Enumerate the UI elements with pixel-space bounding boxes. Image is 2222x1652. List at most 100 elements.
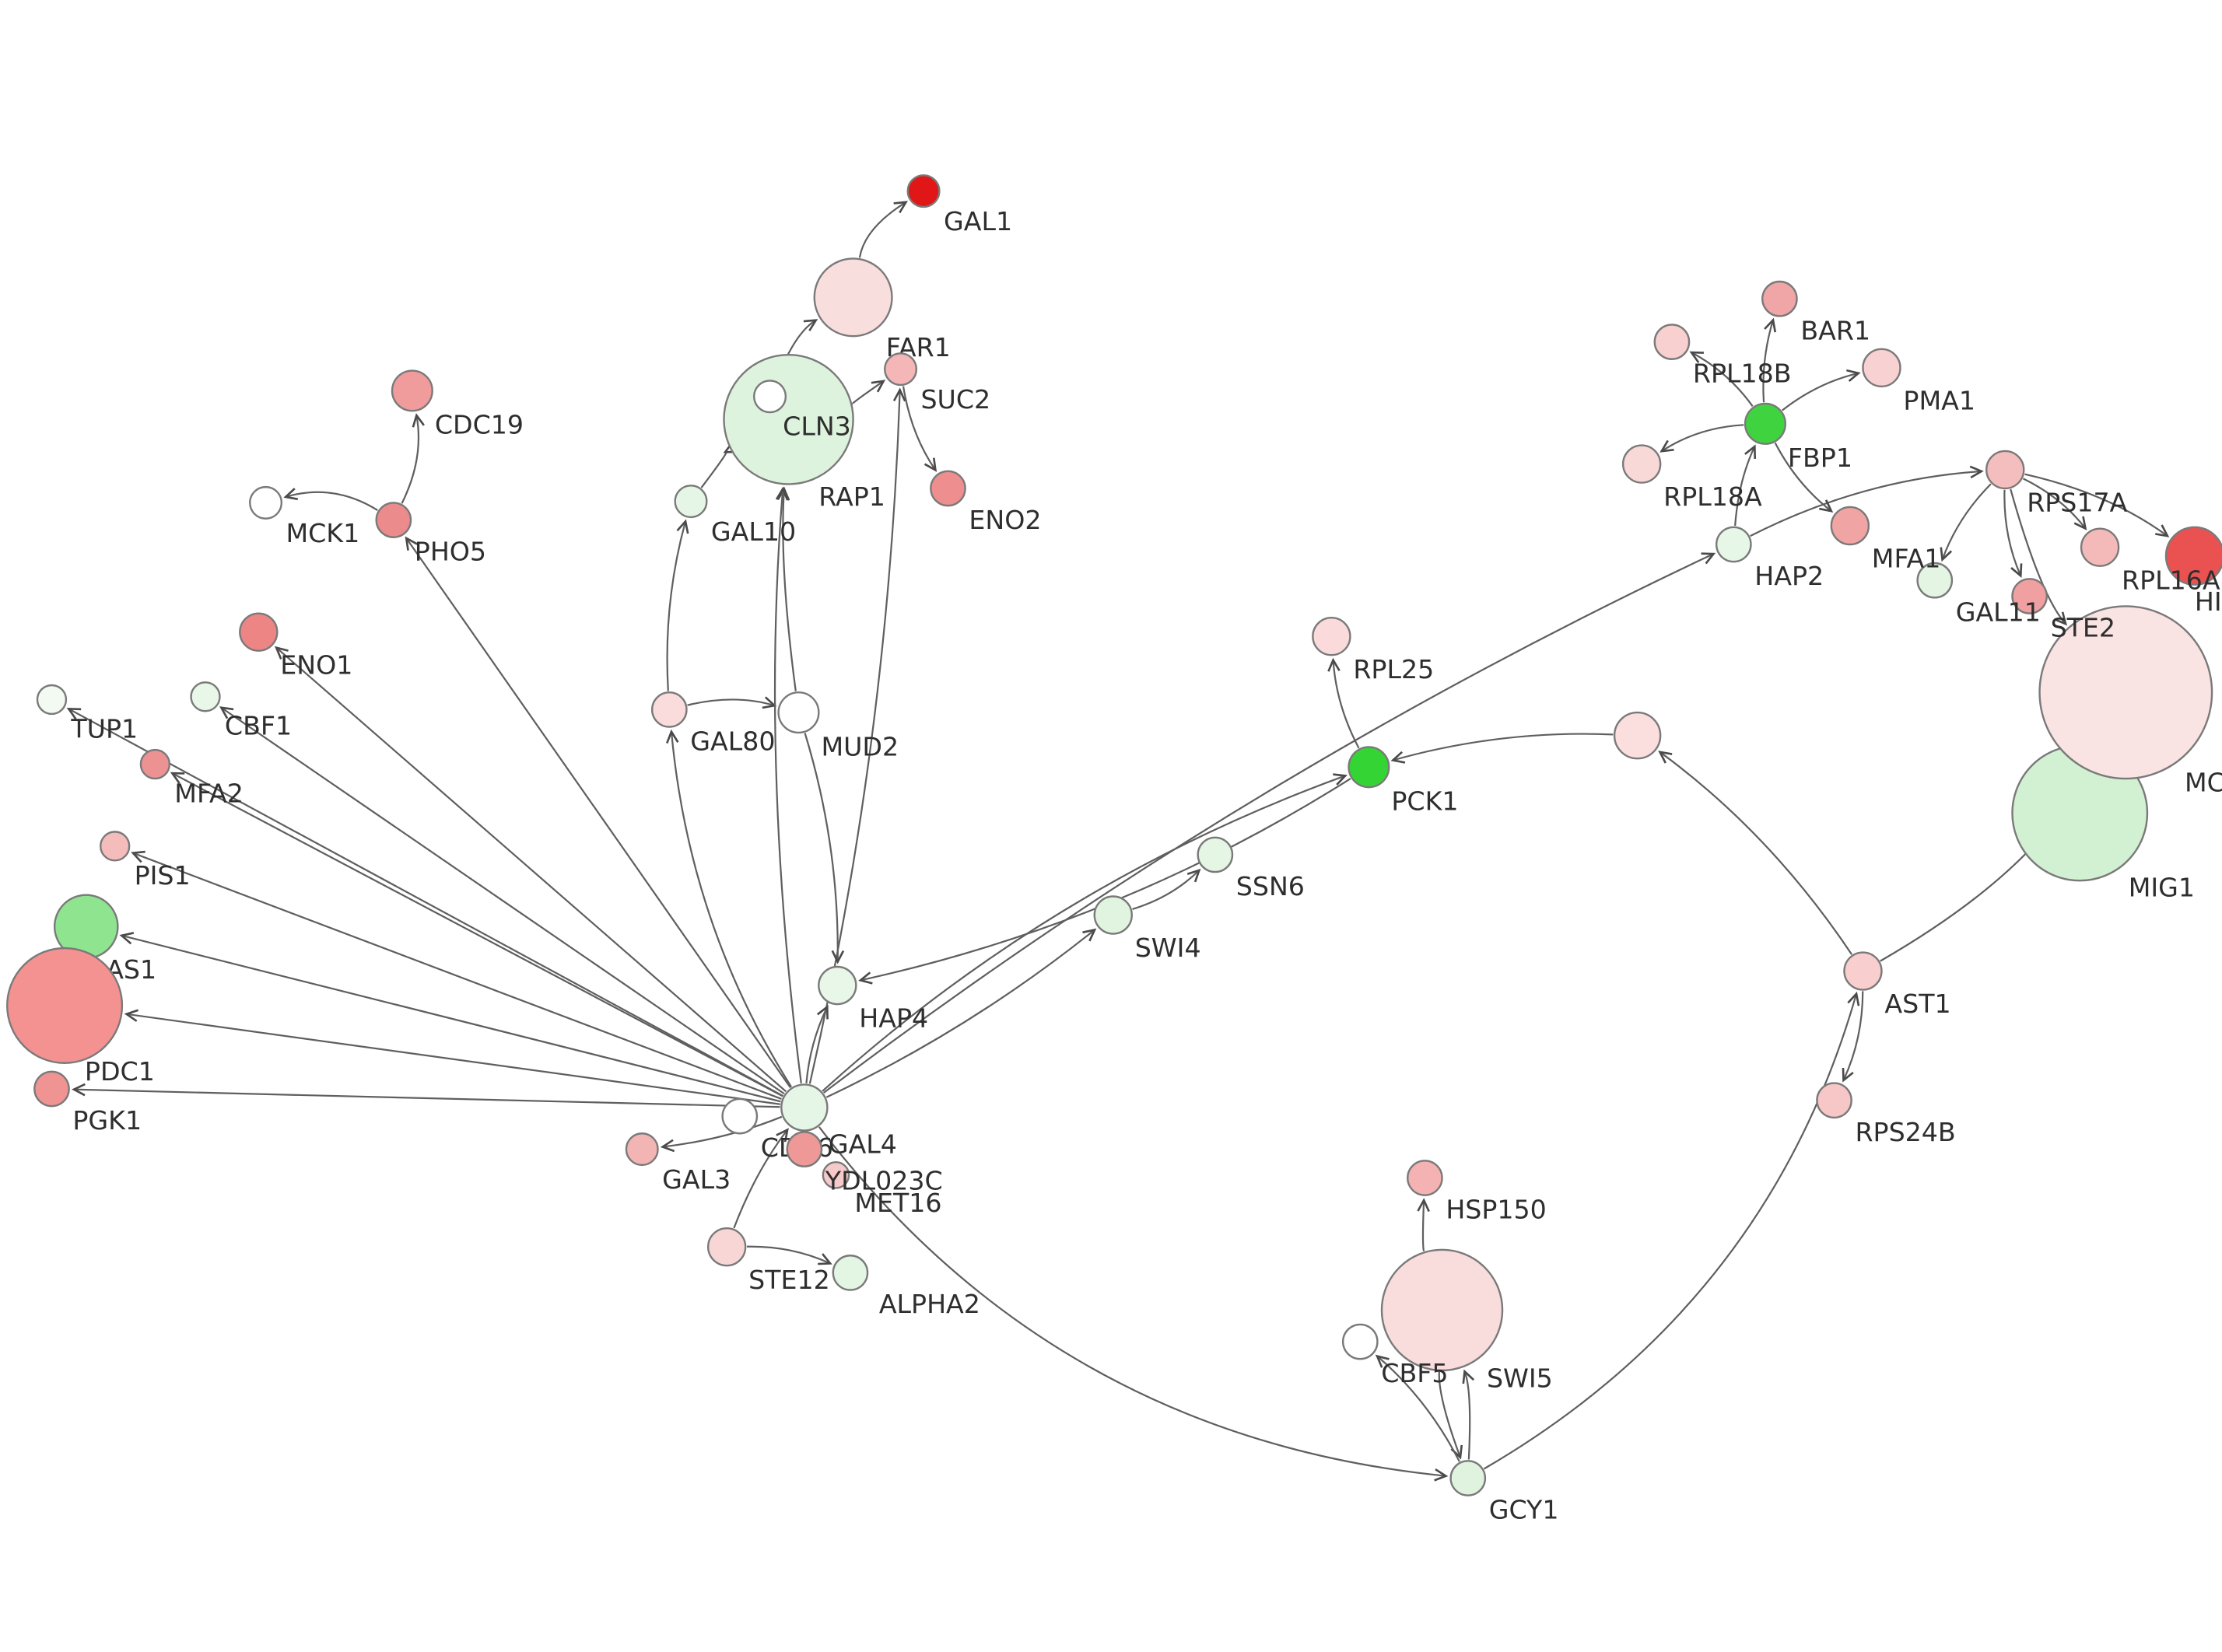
node-rpl18a[interactable] — [1621, 444, 1662, 484]
edge-gcy1-swi5[interactable] — [1462, 1369, 1475, 1460]
edge-fbp1-mfa1[interactable] — [1774, 442, 1834, 513]
node-rpl25[interactable] — [1312, 616, 1351, 656]
node-rpl18b[interactable] — [1653, 324, 1691, 360]
node-gal10[interactable] — [674, 485, 708, 519]
node-his4[interactable] — [2164, 526, 2222, 586]
node-mfa2[interactable] — [139, 748, 171, 780]
edge-rps17a-ste2[interactable] — [2003, 489, 2023, 578]
edge-rps17a-mcm1[interactable] — [2010, 488, 2068, 626]
node-pdc1[interactable] — [6, 947, 124, 1064]
node-pgk1[interactable] — [33, 1070, 70, 1108]
node-alpha2[interactable] — [832, 1255, 869, 1291]
edge-ste12-gal4[interactable] — [733, 1128, 789, 1229]
edge-gal4-pho5[interactable] — [405, 536, 791, 1088]
node-tup1[interactable] — [36, 684, 68, 716]
node-cbf5[interactable] — [1341, 1323, 1379, 1360]
edge-ast1-unk[interactable] — [1658, 751, 1852, 955]
node-mcm1[interactable] — [2038, 605, 2213, 780]
node-pis1[interactable] — [100, 831, 131, 862]
edge-far1-gal1[interactable] — [858, 201, 908, 258]
node-rpl16a[interactable] — [2080, 527, 2120, 567]
edge-mud2-hap4[interactable] — [804, 733, 845, 964]
edge-fbp1-rpl18b[interactable] — [1689, 351, 1754, 407]
edge-gal80-gal10[interactable] — [666, 519, 689, 691]
edge-pho5-cdc19[interactable] — [401, 413, 425, 504]
node-cln3[interactable] — [753, 380, 787, 414]
node-cbf1[interactable] — [190, 681, 221, 712]
node-suc2[interactable] — [884, 352, 918, 387]
node-pho5[interactable] — [375, 502, 412, 538]
edge-fbp1-bar1[interactable] — [1762, 317, 1777, 403]
node-hap4[interactable] — [818, 965, 857, 1006]
edge-fbp1-pma1[interactable] — [1782, 369, 1861, 411]
edge-ste12-alpha2[interactable] — [746, 1245, 832, 1265]
edge-gal4-pgk1[interactable] — [72, 1083, 780, 1108]
edge-gcy1-ast1[interactable] — [1483, 991, 1860, 1470]
node-cdc6[interactable] — [721, 1097, 759, 1135]
node-gal80[interactable] — [650, 691, 688, 728]
edge-gal4-eno1[interactable] — [274, 646, 787, 1093]
edge-gal4-gal80[interactable] — [665, 729, 792, 1087]
edge-gal4-pck1[interactable] — [822, 773, 1348, 1092]
edge-unk-pck1[interactable] — [1390, 733, 1614, 764]
edge-gal4-ras1[interactable] — [119, 932, 781, 1103]
edge-gal4-cbf1[interactable] — [219, 706, 785, 1095]
node-mud2[interactable] — [777, 691, 820, 734]
node-gal1[interactable] — [906, 174, 941, 208]
edge-gal4-gal3[interactable] — [660, 1115, 783, 1153]
edge-gcy1-cbf5[interactable] — [1375, 1354, 1460, 1462]
node-eno1[interactable] — [239, 612, 279, 652]
edge-mud2-rap1[interactable] — [776, 486, 797, 691]
edge-pck1-rpl25[interactable] — [1327, 657, 1360, 749]
node-swi5[interactable] — [1380, 1248, 1504, 1372]
node-hsp150[interactable] — [1407, 1160, 1443, 1196]
node-cdc19[interactable] — [391, 369, 433, 412]
edge-rps17a-his4[interactable] — [2024, 473, 2170, 537]
node-mfa1[interactable] — [1830, 506, 1870, 546]
edge-gal4-gcy1[interactable] — [818, 1126, 1449, 1482]
node-gcy1[interactable] — [1449, 1460, 1487, 1496]
edge-pho5-mck1[interactable] — [283, 488, 378, 511]
node-eno2[interactable] — [930, 470, 966, 507]
edge-suc2-eno2[interactable] — [902, 386, 938, 472]
node-ydl023c[interactable] — [786, 1131, 823, 1167]
edge-gal80-mud2[interactable] — [687, 696, 777, 709]
edge-swi4-ssn6[interactable] — [1132, 868, 1201, 910]
node-rps24b[interactable] — [1816, 1082, 1852, 1119]
node-bar1[interactable] — [1761, 280, 1798, 317]
edge-gal4-hap4[interactable] — [805, 1004, 829, 1083]
edge-hap2-rps17a[interactable] — [1750, 465, 1984, 537]
edge-hap2-fbp1[interactable] — [1734, 444, 1757, 527]
edge-gal10-rap1[interactable] — [700, 441, 738, 488]
edge-gal4-hap2[interactable] — [823, 552, 1716, 1094]
node-rps17a[interactable] — [1985, 450, 2025, 490]
node-ste2[interactable] — [2011, 578, 2048, 614]
node-ste12[interactable] — [706, 1227, 747, 1267]
node-met16[interactable] — [822, 1160, 850, 1189]
edge-rps17a-rpl16a[interactable] — [2023, 478, 2087, 530]
node-far1[interactable] — [813, 257, 893, 338]
edge-gal4-pis1[interactable] — [131, 850, 782, 1100]
node-unk[interactable] — [1613, 711, 1662, 760]
node-ast1[interactable] — [1843, 951, 1883, 991]
edge-gal4-tup1[interactable] — [66, 707, 783, 1097]
edge-swi5-hsp150[interactable] — [1417, 1198, 1430, 1251]
node-mck1[interactable] — [249, 485, 283, 520]
node-hap2[interactable] — [1715, 526, 1752, 563]
edge-gal4-swi4[interactable] — [825, 928, 1097, 1098]
node-gal4[interactable] — [780, 1083, 829, 1132]
edge-gal4-rap1[interactable] — [773, 486, 802, 1083]
node-fbp1[interactable] — [1744, 402, 1786, 445]
edge-gal4-mfa2[interactable] — [170, 772, 783, 1097]
edge-rps17a-gal11[interactable] — [1940, 483, 1992, 562]
edge-rap1-suc2[interactable] — [851, 380, 886, 405]
edge-ast1-rps24b[interactable] — [1842, 991, 1864, 1083]
edge-gal4-pdc1[interactable] — [124, 1009, 780, 1105]
node-pma1[interactable] — [1862, 348, 1901, 388]
node-gal11[interactable] — [1916, 562, 1954, 599]
node-ssn6[interactable] — [1197, 836, 1234, 873]
edge-fbp1-rpl18a[interactable] — [1659, 424, 1744, 453]
node-gal3[interactable] — [625, 1132, 659, 1167]
node-pck1[interactable] — [1348, 746, 1390, 789]
